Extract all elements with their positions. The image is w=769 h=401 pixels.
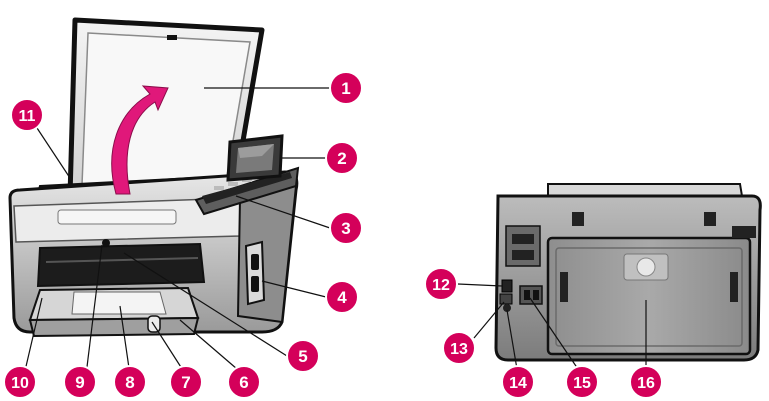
callout-label: 10 bbox=[11, 375, 29, 392]
callout-label: 7 bbox=[181, 373, 190, 392]
rear-cleanout-door bbox=[546, 236, 752, 356]
callout-12: 12 bbox=[424, 267, 458, 301]
callout-7: 7 bbox=[169, 365, 203, 399]
callout-label: 14 bbox=[509, 375, 527, 392]
back-printer bbox=[494, 183, 762, 362]
hp-logo-icon bbox=[636, 257, 656, 277]
callout-label: 1 bbox=[341, 79, 350, 98]
callout-label: 4 bbox=[337, 288, 347, 307]
memory-card-slots bbox=[244, 240, 266, 306]
callout-15: 15 bbox=[565, 365, 599, 399]
callout-3: 3 bbox=[329, 211, 363, 245]
callouts: 1 2 3 4 5 6 7 8 bbox=[3, 71, 663, 399]
callout-9: 9 bbox=[63, 365, 97, 399]
callout-label: 11 bbox=[19, 108, 36, 125]
lift-arrow-icon bbox=[111, 85, 169, 195]
callout-label: 8 bbox=[125, 373, 134, 392]
color-display bbox=[226, 134, 284, 182]
callout-6: 6 bbox=[227, 365, 261, 399]
paper-tray bbox=[28, 286, 200, 338]
callout-16: 16 bbox=[629, 365, 663, 399]
callout-label: 6 bbox=[239, 373, 248, 392]
front-printer bbox=[8, 17, 300, 338]
callout-label: 5 bbox=[298, 347, 307, 366]
callout-10: 10 bbox=[3, 365, 37, 399]
callout-label: 9 bbox=[75, 373, 84, 392]
callout-2: 2 bbox=[325, 141, 359, 175]
power-icon bbox=[102, 239, 110, 247]
callout-label: 15 bbox=[573, 375, 591, 392]
callout-14: 14 bbox=[501, 365, 535, 399]
callout-label: 12 bbox=[432, 277, 450, 294]
callout-label: 13 bbox=[450, 341, 468, 358]
callout-8: 8 bbox=[113, 365, 147, 399]
rear-ports bbox=[499, 279, 543, 312]
callout-13: 13 bbox=[442, 331, 476, 365]
callout-1: 1 bbox=[329, 71, 363, 105]
leader-lines bbox=[23, 87, 647, 376]
callout-label: 16 bbox=[637, 375, 655, 392]
callout-11: 11 bbox=[10, 98, 44, 132]
callout-label: 3 bbox=[341, 219, 350, 238]
callout-4: 4 bbox=[325, 280, 359, 314]
callout-5: 5 bbox=[286, 339, 320, 373]
callout-label: 2 bbox=[337, 149, 346, 168]
